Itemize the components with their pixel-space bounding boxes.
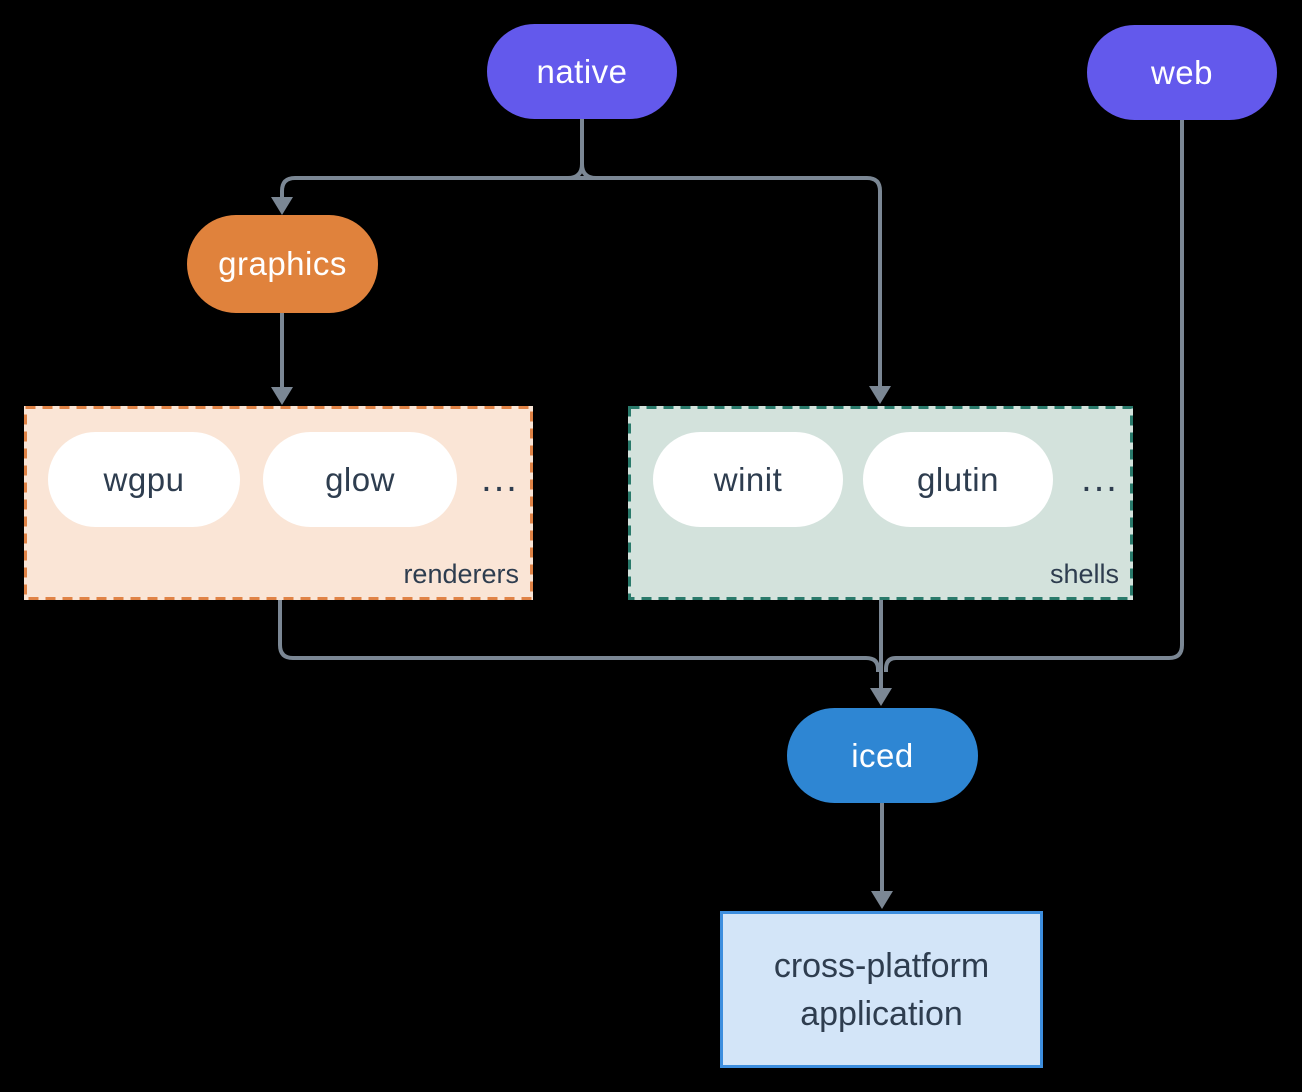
wgpu-label: wgpu: [103, 460, 185, 498]
iced-label: iced: [851, 736, 914, 774]
arrow-to-app-icon: [871, 891, 893, 909]
web-to-iced-line: [884, 120, 1184, 672]
shells-ellipsis: ...: [1081, 458, 1119, 500]
native-label: native: [536, 52, 628, 90]
iced-pill: iced: [787, 708, 978, 803]
app-label-line2: application: [800, 994, 963, 1033]
graphics-label: graphics: [218, 245, 347, 282]
winit-pill: winit: [653, 432, 843, 527]
arrow-to-graphics-icon: [271, 197, 293, 215]
renderers-ellipsis: ...: [481, 458, 519, 500]
renderers-to-iced-line: [278, 600, 880, 672]
glutin-label: glutin: [917, 460, 999, 498]
graphics-pill: graphics: [187, 215, 378, 313]
glutin-pill: glutin: [863, 432, 1053, 527]
native-pill: native: [487, 24, 677, 119]
wgpu-pill: wgpu: [48, 432, 240, 527]
renderers-group: wgpu glow ... renderers: [24, 406, 533, 600]
shells-dashed-border: [628, 406, 1133, 600]
native-branch-line: [280, 176, 882, 386]
arrow-to-renderers-icon: [271, 387, 293, 405]
app-label-line1: cross-platform: [773, 946, 990, 985]
renderers-dashed-border: [24, 406, 533, 600]
branch-fillet-right: [580, 163, 597, 180]
web-pill: web: [1087, 25, 1277, 120]
renderers-label: renderers: [403, 559, 519, 589]
glow-label: glow: [325, 460, 395, 498]
winit-label: winit: [713, 460, 783, 498]
app-box: cross-platform application: [720, 911, 1043, 1068]
shells-group: winit glutin ... shells: [628, 406, 1133, 600]
arrow-to-iced-icon: [870, 688, 892, 706]
web-label: web: [1150, 53, 1214, 91]
branch-fillet-left: [567, 163, 584, 180]
shells-label: shells: [1049, 559, 1119, 589]
glow-pill: glow: [263, 432, 457, 527]
arrow-to-shells-icon: [869, 386, 891, 404]
